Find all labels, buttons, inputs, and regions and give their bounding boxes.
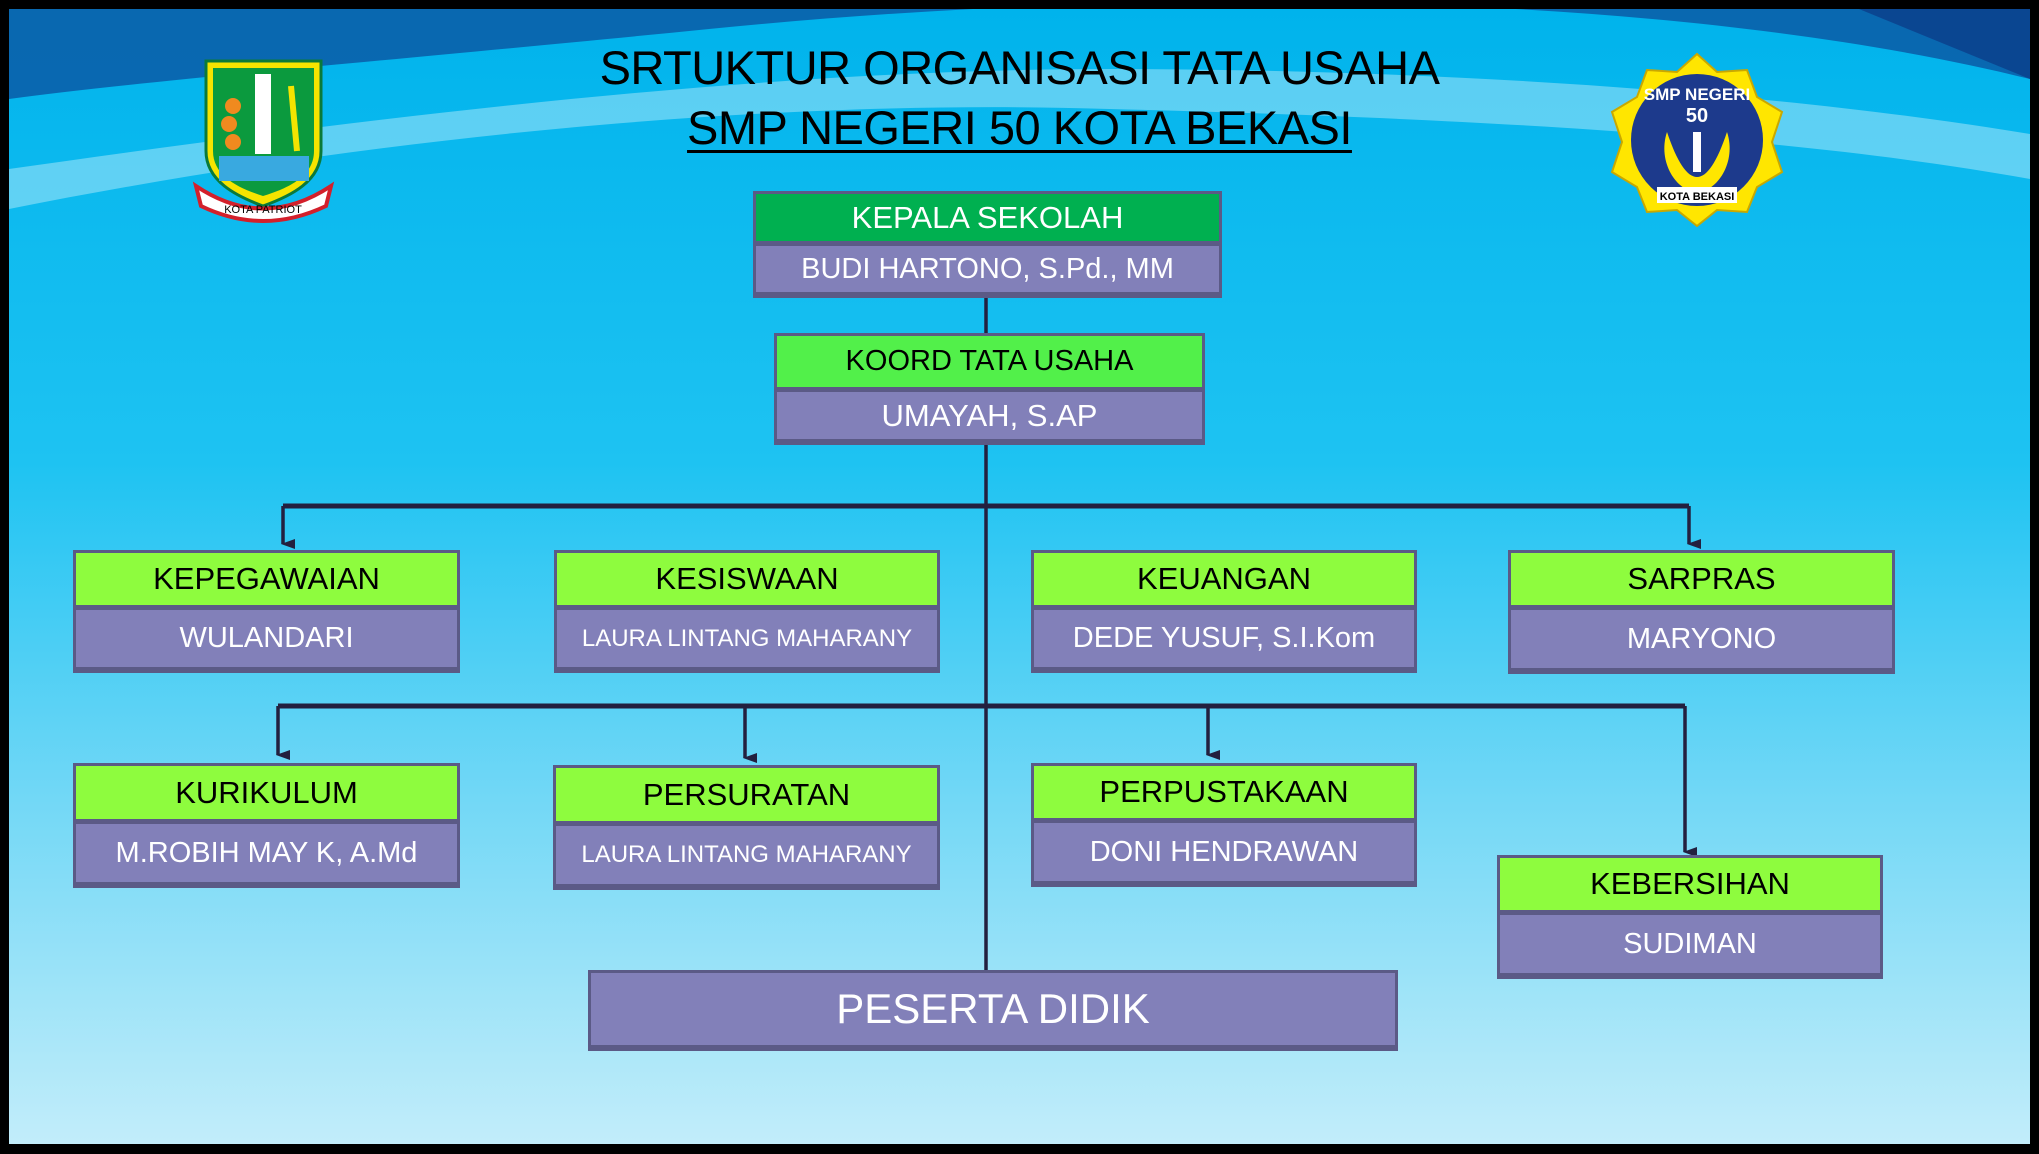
role-label: KEPEGAWAIAN <box>76 553 457 610</box>
unit-box-keuangan: KEUANGAN DEDE YUSUF, S.I.Kom <box>1031 550 1417 670</box>
person-name: MARYONO <box>1626 622 1777 655</box>
person-name: DONI HENDRAWAN <box>1089 835 1359 868</box>
unit-box-perpustakaan: PERPUSTAKAAN DONI HENDRAWAN <box>1031 763 1417 884</box>
role-label: KEPALA SEKOLAH <box>756 194 1219 246</box>
role-label: PERSURATAN <box>556 768 937 826</box>
person-name: LAURA LINTANG MAHARANY <box>581 841 912 868</box>
kepala-sekolah-box: KEPALA SEKOLAH BUDI HARTONO, S.Pd., MM <box>753 191 1222 295</box>
role-label: KEUANGAN <box>1034 553 1414 610</box>
unit-box-kurikulum: KURIKULUM M.ROBIH MAY K, A.Md <box>73 763 460 885</box>
kota-bekasi-logo: KOTA PATRIOT <box>192 59 335 223</box>
person-name: WULANDARI <box>179 622 354 654</box>
unit-box-kepegawaian: KEPEGAWAIAN WULANDARI <box>73 550 460 670</box>
page-title: SRTUKTUR ORGANISASI TATA USAHA <box>599 41 1440 94</box>
unit-box-kebersihan: KEBERSIHAN SUDIMAN <box>1497 855 1883 976</box>
logo-top-text: SMP NEGERI <box>1644 85 1750 104</box>
logo-bottom-text: KOTA BEKASI <box>1660 191 1735 203</box>
peserta-didik-box: PESERTA DIDIK <box>588 970 1398 1048</box>
person-name: BUDI HARTONO, S.Pd., MM <box>801 252 1174 285</box>
role-label: KURIKULUM <box>76 766 457 824</box>
person-name: DEDE YUSUF, S.I.Kom <box>1072 622 1376 654</box>
logo-number: 50 <box>1686 105 1708 127</box>
person-name: M.ROBIH MAY K, A.Md <box>115 836 418 869</box>
smp-negeri-50-logo: SMP NEGERI 50 KOTA BEKASI <box>1610 52 1784 228</box>
students-label: PESERTA DIDIK <box>836 985 1150 1032</box>
unit-box-kesiswaan: KESISWAAN LAURA LINTANG MAHARANY <box>554 550 940 670</box>
unit-box-persuratan: PERSURATAN LAURA LINTANG MAHARANY <box>553 765 940 887</box>
role-label: PERPUSTAKAAN <box>1034 766 1414 823</box>
role-label: KESISWAAN <box>557 553 937 610</box>
unit-box-sarpras: SARPRAS MARYONO <box>1508 550 1895 671</box>
logo-text: KOTA PATRIOT <box>224 204 302 216</box>
koord-tata-usaha-box: KOORD TATA USAHA UMAYAH, S.AP <box>774 333 1205 442</box>
background-swoosh <box>9 9 2030 209</box>
page-subtitle: SMP NEGERI 50 KOTA BEKASI <box>687 101 1352 154</box>
person-name: UMAYAH, S.AP <box>881 397 1098 433</box>
role-label: KOORD TATA USAHA <box>777 336 1202 392</box>
person-name: SUDIMAN <box>1623 927 1757 960</box>
person-name: LAURA LINTANG MAHARANY <box>581 624 913 652</box>
role-label: SARPRAS <box>1511 553 1892 610</box>
role-label: KEBERSIHAN <box>1500 858 1880 915</box>
